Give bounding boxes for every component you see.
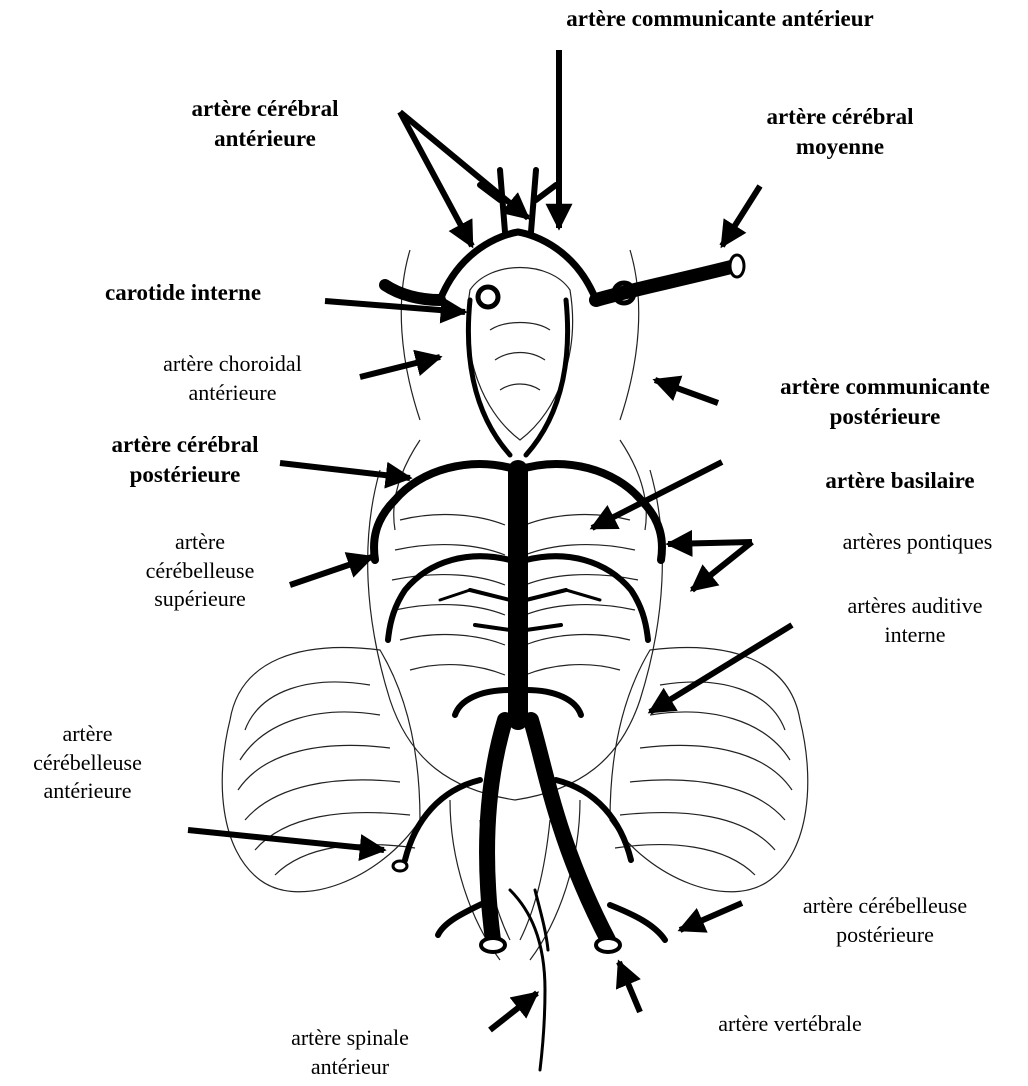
arrow-cereb-ant <box>188 830 384 850</box>
label-cereb-post: artère cérébelleuse postérieure <box>765 892 1005 949</box>
arrow-cereb-sup <box>290 557 372 585</box>
vertebral-left <box>487 720 505 940</box>
vertebral-right <box>531 720 608 940</box>
arrow-cer-ant-2 <box>400 112 472 246</box>
arrow-pontiques-1 <box>668 542 752 544</box>
label-spinale: artère spinale antérieur <box>250 1024 450 1081</box>
arrow-auditive <box>650 625 792 712</box>
label-choroidal: artère choroidal antérieure <box>120 350 345 407</box>
arrow-comm-post <box>655 380 718 403</box>
arrow-cer-post <box>280 463 410 478</box>
label-cereb-sup: artère cérébelleuse supérieure <box>110 528 290 614</box>
label-cer-post: artère cérébral postérieure <box>75 430 295 490</box>
anterior-cerebral-arch <box>440 232 596 300</box>
label-pontiques: artères pontiques <box>810 528 1025 557</box>
label-comm-ant: artère communicante antérieur <box>490 4 950 34</box>
label-basilaire: artère basilaire <box>790 466 1010 496</box>
label-carotide: carotide interne <box>105 278 325 308</box>
posterior-communicating-left <box>468 300 510 455</box>
carotid-left-stump <box>478 287 498 307</box>
label-auditive: artères auditive interne <box>810 592 1020 649</box>
arrow-cereb-post <box>680 903 742 930</box>
label-cereb-ant: artère cérébelleuse antérieure <box>0 720 175 806</box>
label-vertebrale: artère vertébrale <box>680 1010 900 1039</box>
arrow-cer-moy <box>722 186 760 246</box>
arrow-vertebrale <box>619 962 640 1012</box>
arteries <box>374 170 744 1070</box>
arrow-spinale <box>490 993 537 1030</box>
arrow-pontiques-2 <box>692 542 752 590</box>
label-comm-post: artère communicante postérieure <box>750 372 1020 432</box>
label-cer-ant: artère cérébral antérieure <box>160 94 370 154</box>
label-cer-moy: artère cérébral moyenne <box>730 102 950 162</box>
arrow-choroidal <box>360 357 440 377</box>
posterior-cerebral-right <box>518 464 662 560</box>
arrow-cer-ant-1 <box>400 112 528 218</box>
